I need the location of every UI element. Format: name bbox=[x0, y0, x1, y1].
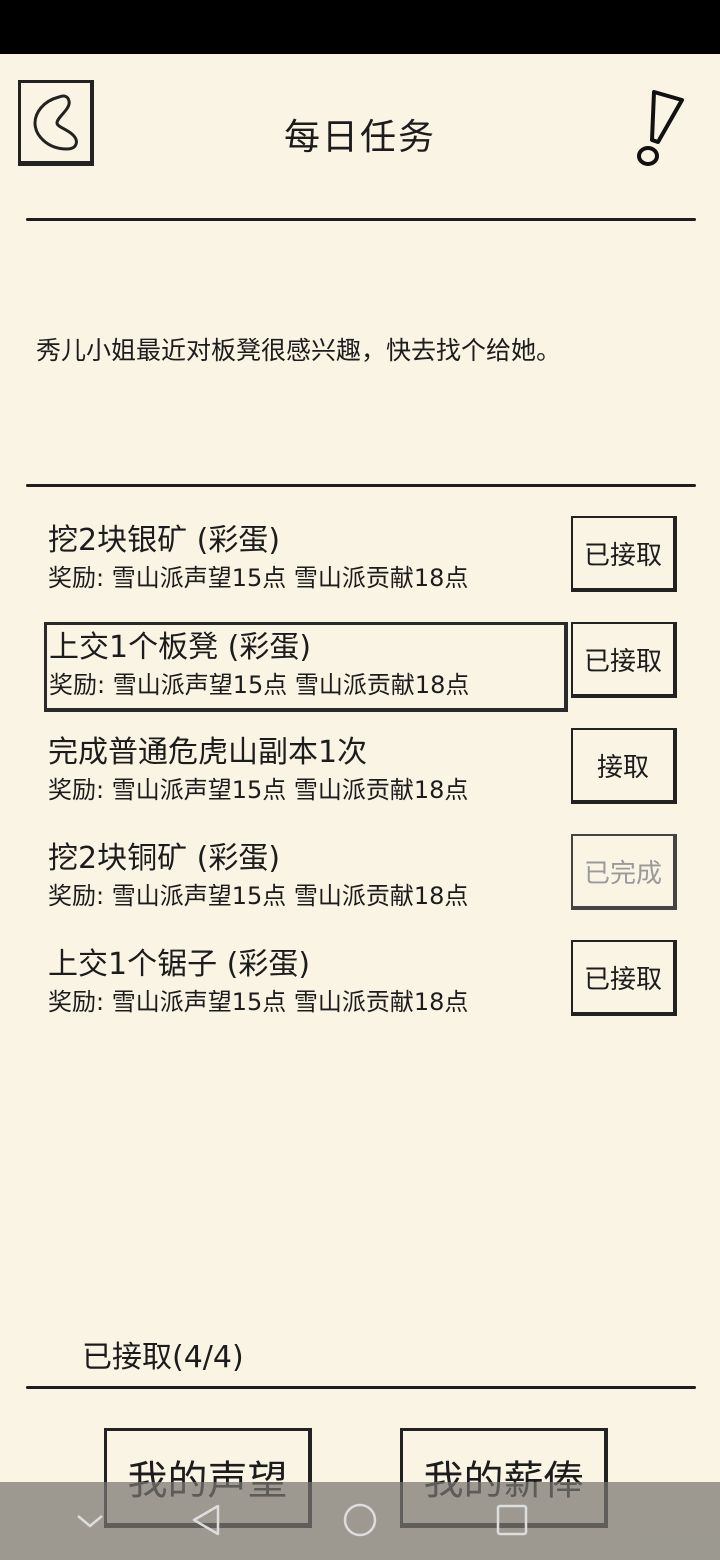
task-name: 挖2块银矿 (彩蛋) bbox=[48, 523, 281, 558]
description-divider bbox=[26, 484, 696, 487]
triangle-back-icon bbox=[192, 1504, 220, 1536]
task-info[interactable]: 挖2块铜矿 (彩蛋) 奖励: 雪山派声望15点 雪山派贡献18点 bbox=[44, 834, 568, 924]
back-icon bbox=[33, 94, 78, 151]
task-completed-button: 已完成 bbox=[571, 834, 677, 910]
task-accepted-button[interactable]: 已接取 bbox=[571, 516, 677, 592]
footer-divider bbox=[26, 1386, 696, 1389]
system-nav-bar bbox=[0, 1482, 720, 1560]
task-name: 上交1个板凳 (彩蛋) bbox=[49, 630, 312, 665]
task-description: 秀儿小姐最近对板凳很感兴趣，快去找个给她。 bbox=[36, 336, 562, 365]
task-row: 完成普通危虎山副本1次 奖励: 雪山派声望15点 雪山派贡献18点 接取 bbox=[0, 720, 720, 816]
task-name: 完成普通危虎山副本1次 bbox=[48, 735, 368, 770]
task-info[interactable]: 挖2块银矿 (彩蛋) 奖励: 雪山派声望15点 雪山派贡献18点 bbox=[44, 516, 568, 606]
status-bar bbox=[0, 0, 720, 54]
task-reward: 奖励: 雪山派声望15点 雪山派贡献18点 bbox=[49, 671, 470, 699]
task-name: 挖2块铜矿 (彩蛋) bbox=[48, 841, 281, 876]
circle-home-icon bbox=[343, 1503, 377, 1537]
task-reward: 奖励: 雪山派声望15点 雪山派贡献18点 bbox=[48, 988, 469, 1016]
task-reward: 奖励: 雪山派声望15点 雪山派贡献18点 bbox=[48, 882, 469, 910]
task-reward: 奖励: 雪山派声望15点 雪山派贡献18点 bbox=[48, 564, 469, 592]
task-accepted-button[interactable]: 已接取 bbox=[571, 622, 677, 698]
accepted-count: 已接取(4/4) bbox=[82, 1340, 244, 1375]
nav-home-button[interactable] bbox=[320, 1482, 400, 1560]
header-divider bbox=[26, 218, 696, 221]
help-button[interactable] bbox=[628, 86, 690, 170]
chevron-down-icon bbox=[77, 1515, 103, 1528]
page-title: 每日任务 bbox=[283, 117, 436, 158]
task-accepted-button[interactable]: 已接取 bbox=[571, 940, 677, 1016]
task-row: 挖2块银矿 (彩蛋) 奖励: 雪山派声望15点 雪山派贡献18点 已接取 bbox=[0, 508, 720, 604]
exclamation-icon bbox=[637, 90, 684, 166]
task-info[interactable]: 完成普通危虎山副本1次 奖励: 雪山派声望15点 雪山派贡献18点 bbox=[44, 728, 568, 818]
nav-recents-button[interactable] bbox=[472, 1482, 552, 1560]
task-row: 上交1个锯子 (彩蛋) 奖励: 雪山派声望15点 雪山派贡献18点 已接取 bbox=[0, 932, 720, 1028]
square-recents-icon bbox=[496, 1504, 528, 1536]
task-info[interactable]: 上交1个锯子 (彩蛋) 奖励: 雪山派声望15点 雪山派贡献18点 bbox=[44, 940, 568, 1030]
task-info-selected[interactable]: 上交1个板凳 (彩蛋) 奖励: 雪山派声望15点 雪山派贡献18点 bbox=[44, 622, 568, 712]
nav-back-button[interactable] bbox=[166, 1482, 246, 1560]
task-row: 上交1个板凳 (彩蛋) 奖励: 雪山派声望15点 雪山派贡献18点 已接取 bbox=[0, 614, 720, 712]
nav-hide-button[interactable] bbox=[50, 1482, 130, 1560]
task-row: 挖2块铜矿 (彩蛋) 奖励: 雪山派声望15点 雪山派贡献18点 已完成 bbox=[0, 826, 720, 922]
task-reward: 奖励: 雪山派声望15点 雪山派贡献18点 bbox=[48, 776, 469, 804]
task-accept-button[interactable]: 接取 bbox=[571, 728, 677, 804]
back-button[interactable] bbox=[18, 80, 94, 166]
task-name: 上交1个锯子 (彩蛋) bbox=[48, 947, 311, 982]
